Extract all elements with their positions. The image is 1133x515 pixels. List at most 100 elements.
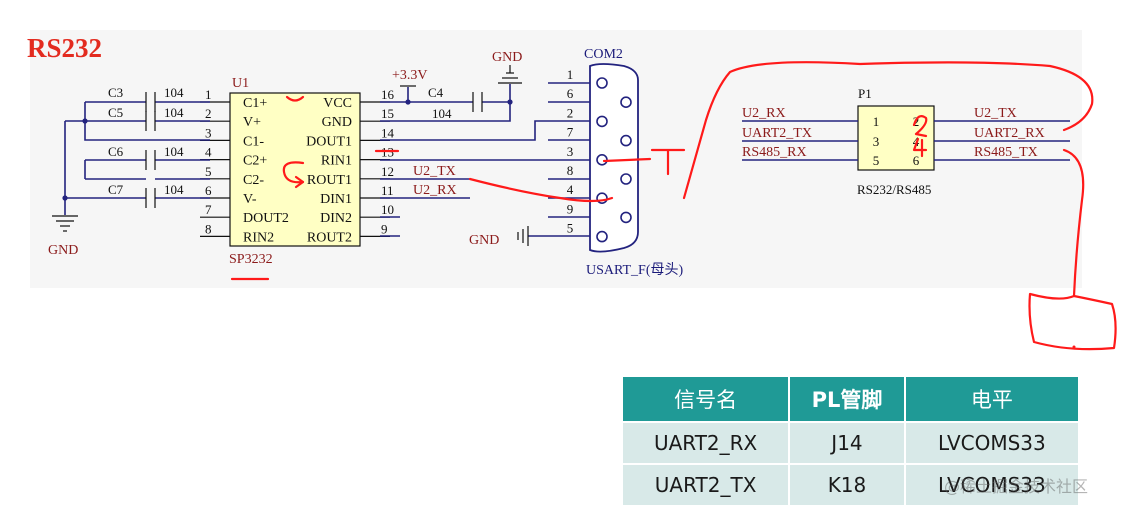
u1-pin-name: VCC — [323, 96, 352, 111]
u1-pin-number: 9 — [381, 221, 388, 236]
com2-pin-number: 1 — [567, 67, 574, 82]
com2-pin-number: 6 — [567, 86, 574, 101]
p1-net-right: RS485_TX — [974, 145, 1038, 160]
p1-pin-number: 6 — [913, 153, 920, 168]
table-row: UART2_RX J14 LVCOMS33 — [620, 421, 1081, 465]
u1-pin-name: ROUT2 — [307, 230, 352, 245]
u1-pin-number: 12 — [381, 164, 394, 179]
c4-value: 104 — [432, 106, 452, 121]
u1-pin-name: RIN1 — [321, 154, 352, 169]
u1-pin-number: 15 — [381, 106, 394, 121]
u1-pin-name: V- — [243, 192, 257, 207]
u1-pin-number: 5 — [205, 164, 212, 179]
p1-header: P1 135 246 U2_RXUART2_TXRS485_RXU2_TXUAR… — [742, 86, 1070, 197]
gnd-label-com2: GND — [469, 233, 499, 248]
u1-pin-name: C2- — [243, 173, 264, 188]
gnd-label-top: GND — [492, 50, 522, 65]
p1-net-left: U2_RX — [742, 106, 786, 121]
com2-pin-number: 2 — [567, 105, 574, 120]
com2-pin-number: 4 — [567, 182, 574, 197]
u1-pin-number: 8 — [205, 221, 212, 236]
cap-c6-ref: C6 — [108, 144, 124, 159]
com2-label: USART_F(母头) — [586, 262, 684, 278]
p1-net-labels: U2_RX UART2_TX RS485_RX U2_TX UART2_RX RS485_… — [742, 106, 1045, 160]
u1-pin-number: 3 — [205, 125, 212, 140]
cap-c5-value: 104 — [164, 105, 184, 120]
u1-right-network: +3.3V C4 104 GND U2_TX U2_RX — [380, 50, 590, 248]
com2-pin-number: 7 — [567, 125, 574, 140]
u1-pin-name: GND — [322, 115, 352, 130]
u1-ref: U1 — [232, 76, 249, 91]
p1-net-left: UART2_TX — [742, 126, 812, 141]
com2-pin-socket — [596, 154, 608, 166]
cell-level: LVCOMS33 — [903, 421, 1081, 465]
u1-pin-name: DIN2 — [320, 211, 352, 226]
left-capacitor-network: C3 104 C5 104 C6 104 C7 104 GND — [48, 85, 210, 258]
u1-pin-name: DOUT2 — [243, 211, 289, 226]
u1-pin-number: 11 — [381, 183, 394, 198]
u1-pin-number: 4 — [205, 145, 212, 160]
u1-pin-number: 1 — [205, 87, 212, 102]
u1-pin-number: 2 — [205, 106, 212, 121]
u1-pin-name: C1+ — [243, 96, 267, 111]
u1-pin-number: 6 — [205, 183, 212, 198]
cell-signal: UART2_TX — [620, 463, 791, 507]
com2-pin-socket — [620, 96, 632, 108]
header-level: 电平 — [903, 375, 1081, 423]
com2-pin-socket — [596, 115, 608, 128]
u1-pin-name: C2+ — [243, 154, 267, 169]
com2-pin-socket — [596, 77, 608, 89]
page-title: RS232 — [27, 33, 102, 63]
u1-pin-number: 14 — [381, 125, 395, 140]
p1-part: RS232/RS485 — [857, 182, 931, 197]
cap-c7-value: 104 — [164, 182, 184, 197]
u1-pin-name: DOUT1 — [306, 134, 352, 149]
cell-level: LVCOMS33 — [903, 463, 1081, 507]
p1-pin-number: 3 — [873, 134, 880, 149]
u1-pin-number: 13 — [381, 145, 394, 160]
com2-pin-socket — [596, 230, 608, 243]
cap-c6-value: 104 — [164, 144, 184, 159]
cap-c7-ref: C7 — [108, 182, 124, 197]
pin-table: 信号名 PL管脚 电平 UART2_RX J14 LVCOMS33 UART2_… — [620, 375, 1081, 507]
gnd-label-left: GND — [48, 243, 78, 258]
header-pl-pin: PL管脚 — [788, 375, 906, 423]
net-u2-rx-left: U2_RX — [413, 183, 457, 198]
cell-pin: K18 — [788, 463, 906, 507]
pin-table-header: 信号名 PL管脚 电平 — [620, 375, 1081, 423]
com2-pin-socket — [620, 173, 632, 185]
u1-pin-name: ROUT1 — [307, 173, 352, 188]
u1-pin-name: V+ — [243, 115, 261, 130]
cell-pin: J14 — [788, 421, 906, 465]
cap-c3-ref: C3 — [108, 85, 123, 100]
p1-ref: P1 — [858, 86, 872, 101]
cell-signal: UART2_RX — [620, 421, 791, 465]
watermark: @稀土掘金技术社区 — [944, 477, 1089, 496]
com2-pin-number: 9 — [567, 201, 574, 216]
ground-symbol-top — [498, 65, 522, 84]
ground-symbol-left — [52, 215, 78, 232]
u1-pin-number: 16 — [381, 87, 395, 102]
c4-ref: C4 — [428, 85, 444, 100]
com2-ref: COM2 — [584, 47, 623, 62]
p1-left-pins: 135 — [873, 114, 880, 168]
net-u2-tx-left: U2_TX — [413, 164, 456, 179]
ground-symbol-com2 — [517, 226, 529, 246]
com2-pin-socket — [620, 134, 632, 147]
com2-pin-number: 5 — [567, 221, 574, 236]
u1-pin-name: RIN2 — [243, 230, 274, 245]
red-annotations — [230, 61, 1117, 351]
u1-pin-name: C1- — [243, 134, 264, 149]
p1-net-right: UART2_RX — [974, 126, 1045, 141]
p1-pin-number: 1 — [873, 114, 880, 129]
table-row: UART2_TX K18 LVCOMS33 — [620, 463, 1081, 507]
p1-net-left: RS485_RX — [742, 145, 807, 160]
cap-c3-value: 104 — [164, 85, 184, 100]
u1-pin-number: 10 — [381, 202, 394, 217]
u1-part: SP3232 — [229, 252, 273, 267]
p1-net-right: U2_TX — [974, 106, 1017, 121]
com2-pin-socket — [620, 211, 632, 224]
